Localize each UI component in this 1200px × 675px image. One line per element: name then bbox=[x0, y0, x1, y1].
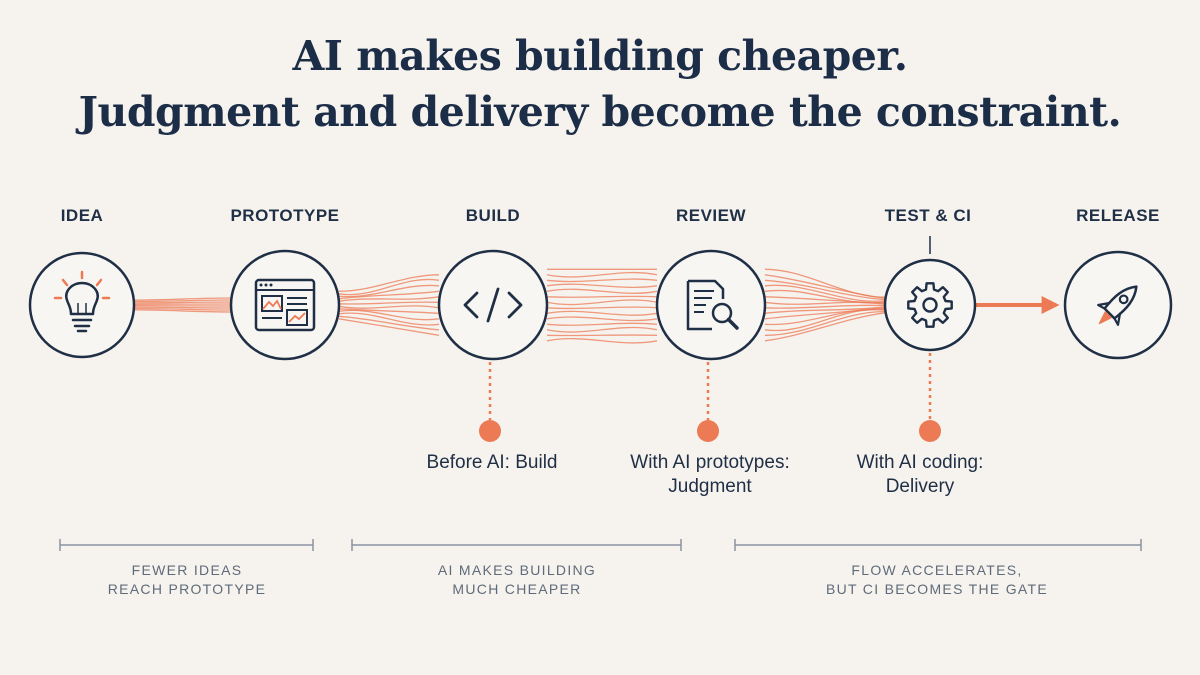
flow-strand bbox=[764, 310, 886, 336]
phase-ai-building-line-1: AI MAKES BUILDING bbox=[438, 562, 596, 578]
flow-strand bbox=[338, 312, 440, 326]
phase-fewer-ideas-line-1: FEWER IDEAS bbox=[132, 562, 243, 578]
stage-node-review bbox=[655, 249, 767, 361]
flow-strand bbox=[546, 271, 658, 278]
flow-strand bbox=[338, 278, 440, 296]
flow-strand bbox=[338, 318, 440, 336]
rocket-icon bbox=[1097, 285, 1138, 326]
title-line-1: AI makes building cheaper. bbox=[292, 32, 908, 80]
stage-label-idea: IDEA bbox=[61, 206, 104, 225]
flow-strand bbox=[546, 288, 658, 294]
flow-strand bbox=[133, 309, 232, 313]
flow-strand bbox=[546, 299, 658, 306]
phase-bracket-flow-accelerates bbox=[734, 539, 1142, 551]
phase-bracket-ai-building bbox=[351, 539, 682, 551]
phase-flow-accelerates-line-1: FLOW ACCELERATES, bbox=[851, 562, 1022, 578]
flow-strand bbox=[338, 308, 440, 314]
callout-test-ci-line-1: With AI coding: bbox=[857, 452, 984, 473]
callout-review-line-1: With AI prototypes: bbox=[630, 452, 789, 473]
stage-label-test-ci: TEST & CI bbox=[885, 206, 972, 225]
flow-strand bbox=[764, 312, 886, 342]
flow-strand bbox=[338, 305, 440, 309]
phase-fewer-ideas-line-2: REACH PROTOTYPE bbox=[108, 581, 267, 597]
flow-strand bbox=[338, 274, 440, 292]
flow-strand bbox=[764, 306, 886, 314]
flow-strand bbox=[338, 309, 440, 321]
phase-bracket-fewer-ideas bbox=[59, 539, 314, 551]
stage-node-idea bbox=[28, 251, 136, 359]
flow-strand bbox=[133, 306, 232, 309]
flow-strand bbox=[546, 283, 658, 289]
flow-strand bbox=[546, 278, 658, 283]
phase-flow-accelerates-line-2: BUT CI BECOMES THE GATE bbox=[826, 581, 1048, 597]
callout-build: Before AI: Build bbox=[427, 452, 558, 473]
stage-node-prototype bbox=[229, 249, 341, 361]
flow-strand bbox=[546, 306, 658, 310]
flow-strand bbox=[546, 310, 658, 316]
callout-test-ci-line-2: Delivery bbox=[886, 476, 955, 497]
document-magnifier-icon bbox=[686, 279, 739, 331]
flow-strand bbox=[546, 338, 658, 344]
flow-strand bbox=[546, 316, 658, 322]
flow-strands bbox=[133, 268, 886, 344]
flow-strand bbox=[133, 299, 232, 303]
callout-dot-review bbox=[697, 420, 719, 442]
lightbulb-icon bbox=[53, 270, 111, 333]
flow-strand bbox=[546, 322, 658, 326]
flow-strand bbox=[764, 274, 886, 300]
callout-dot-build bbox=[479, 420, 501, 442]
flow-strand bbox=[338, 296, 440, 302]
flow-strand bbox=[338, 290, 440, 300]
flow-strand bbox=[546, 326, 658, 333]
gear-icon bbox=[907, 282, 953, 328]
stage-label-build: BUILD bbox=[466, 206, 520, 225]
flow-strand bbox=[764, 304, 886, 309]
flow-strand bbox=[338, 315, 440, 331]
browser-window-icon bbox=[254, 278, 316, 332]
phase-ai-building-line-2: MUCH CHEAPER bbox=[452, 581, 581, 597]
flow-strand bbox=[546, 295, 658, 298]
flow-strand bbox=[338, 284, 440, 298]
flow-strand bbox=[764, 279, 886, 301]
flow-strand bbox=[338, 301, 440, 305]
title-line-2: Judgment and delivery become the constra… bbox=[78, 88, 1122, 136]
flow-strand bbox=[764, 284, 886, 302]
flow-strand bbox=[133, 307, 232, 311]
flow-strand bbox=[764, 309, 886, 332]
flow-strand bbox=[133, 301, 232, 304]
stage-label-release: RELEASE bbox=[1076, 206, 1160, 225]
code-brackets-icon bbox=[463, 287, 523, 323]
stage-node-release bbox=[1063, 250, 1173, 360]
stage-label-review: REVIEW bbox=[676, 206, 747, 225]
flow-strand bbox=[133, 297, 232, 301]
stage-node-test-ci bbox=[883, 258, 977, 352]
callout-review-line-2: Judgment bbox=[668, 476, 752, 497]
stage-node-build bbox=[437, 249, 549, 361]
callout-dot-test-ci bbox=[919, 420, 941, 442]
stage-label-prototype: PROTOTYPE bbox=[230, 206, 339, 225]
flow-strand bbox=[764, 301, 886, 306]
